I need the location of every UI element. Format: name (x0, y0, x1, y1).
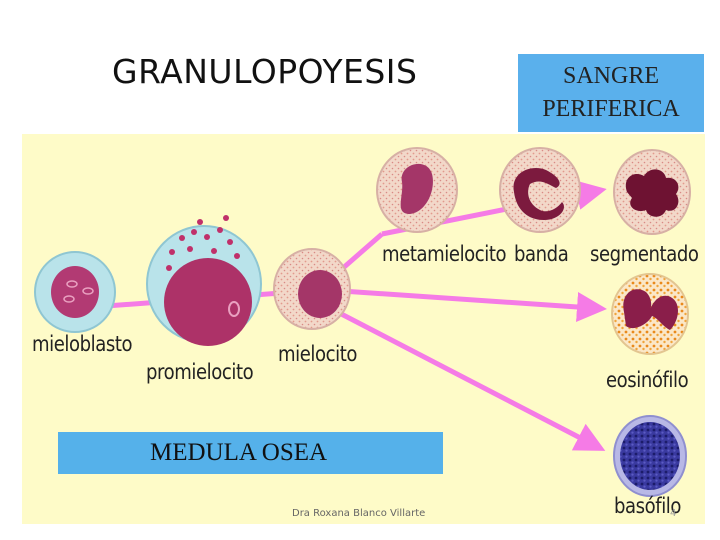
bone-marrow-label: MEDULA OSEA (58, 432, 443, 474)
label-eosinofilo: eosinófilo (606, 368, 689, 392)
slide-title: GRANULOPOYESIS (112, 52, 418, 91)
label-metamielocito: metamielocito (382, 242, 507, 266)
label-segmentado: segmentado (590, 242, 699, 266)
metamyelocyte-cell (376, 147, 458, 233)
label-mielocito: mielocito (278, 342, 357, 366)
author-credit: Dra Roxana Blanco Villarte (292, 508, 426, 519)
band-cell (499, 147, 581, 233)
peripheral-blood-line-1: SANGRE (562, 63, 659, 89)
segmented-cell (613, 149, 691, 235)
label-promielocito: promielocito (146, 360, 254, 384)
myelocyte-cell (273, 248, 351, 330)
page-number: 4 (670, 508, 677, 519)
peripheral-blood-line-2: PERIFERICA (542, 96, 680, 122)
label-mieloblasto: mieloblasto (32, 332, 133, 356)
mieloblast-cell (34, 251, 116, 333)
peripheral-blood-label: SANGRE PERIFERICA (518, 54, 704, 132)
granulopoiesis-diagram (34, 147, 691, 497)
promyelocyte-cell (146, 215, 262, 346)
label-banda: banda (514, 242, 569, 266)
label-basofilo: basófilo (614, 494, 681, 518)
basophil-cell (613, 415, 687, 497)
eosinophil-cell (611, 273, 689, 355)
